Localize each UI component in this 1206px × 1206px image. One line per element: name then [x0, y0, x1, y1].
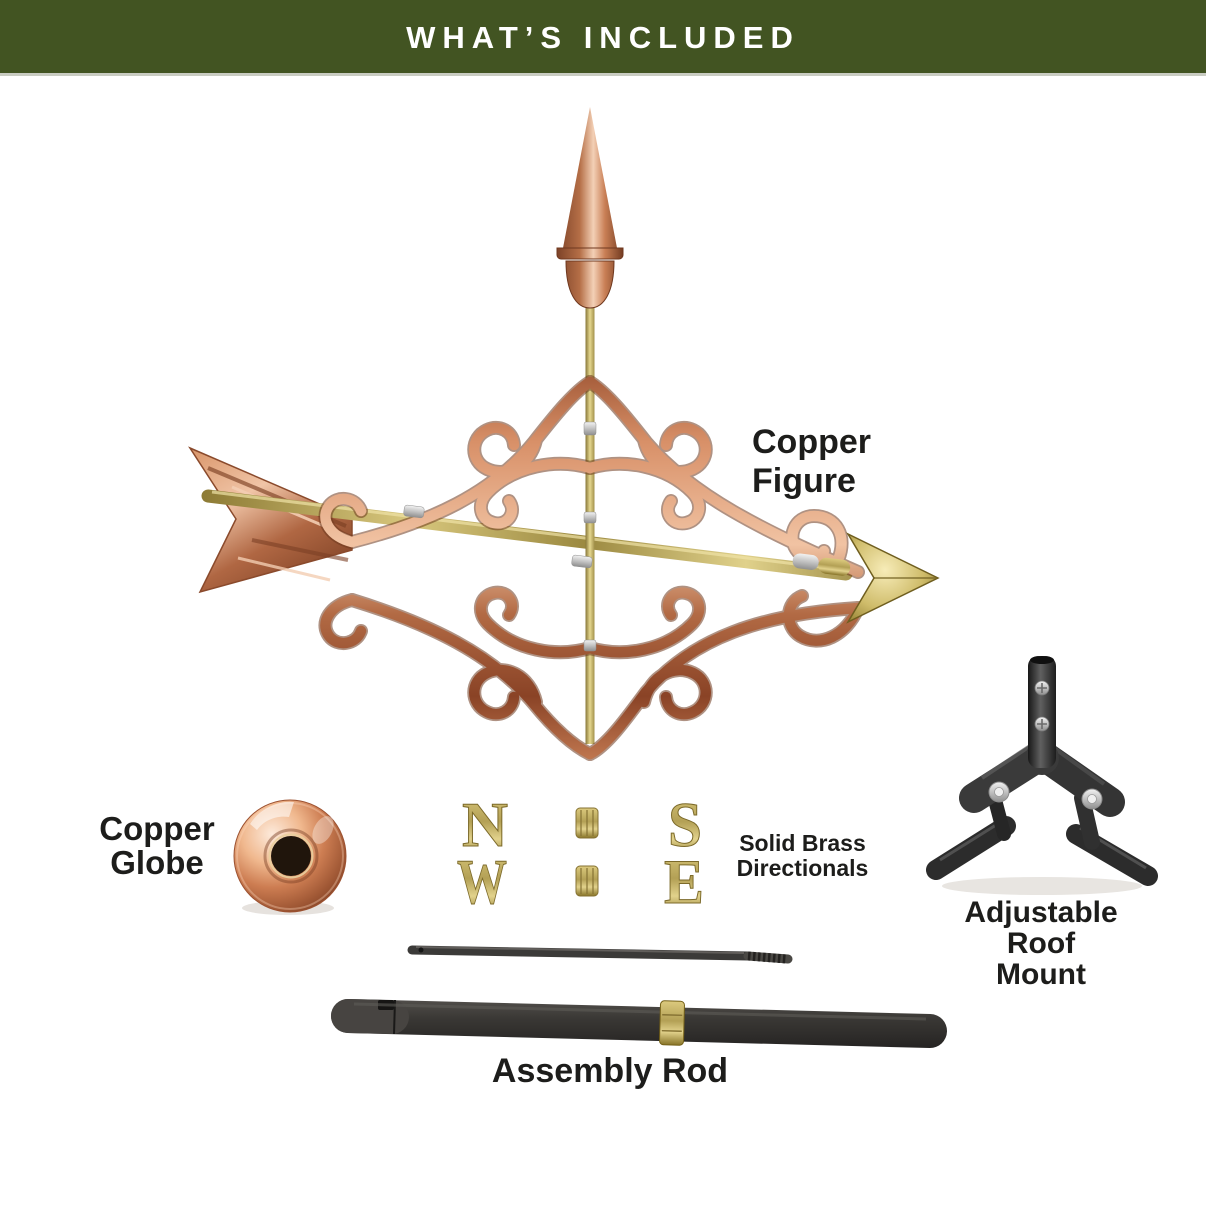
header-bar: WHAT’S INCLUDED — [0, 0, 1206, 76]
directional-letter-south: S — [668, 790, 702, 860]
roof-mount-label-line3: Mount — [996, 958, 1086, 991]
directional-letter-east: E — [664, 847, 704, 917]
directional-letter-north: N — [462, 790, 508, 860]
roof-mount-label-line2: Roof — [1006, 927, 1076, 960]
brass-directionals-image: N S W E — [457, 790, 705, 918]
thick-rod — [331, 999, 947, 1048]
roof-mount-image — [926, 656, 1158, 895]
header-title: WHAT’S INCLUDED — [406, 20, 800, 55]
mount-bolts — [988, 781, 1103, 810]
directional-rods — [506, 807, 666, 897]
copper-globe-label-line2: Globe — [110, 844, 204, 881]
roof-mount-label: Adjustable Roof Mount — [946, 897, 1136, 990]
arrow-shaft — [201, 489, 853, 581]
solder-sleeves — [403, 421, 597, 652]
arrowhead — [846, 532, 940, 624]
spire-finial — [556, 107, 624, 309]
brass-directionals-label-line1: Solid Brass — [739, 830, 866, 856]
thin-rod — [407, 945, 793, 964]
directional-letter-west: W — [457, 847, 507, 917]
roof-mount-label-line1: Adjustable — [964, 896, 1118, 929]
brass-directionals-label-line2: Directionals — [736, 855, 869, 881]
copper-globe-label: Copper Globe — [52, 812, 262, 880]
copper-globe-image — [233, 799, 347, 915]
brass-directionals-label: Solid Brass Directionals — [710, 831, 895, 881]
copper-figure-label: Copper Figure — [752, 423, 871, 500]
rod-brass-collar — [659, 1000, 685, 1046]
mount-tube — [1028, 656, 1056, 768]
assembly-rod-image — [331, 945, 947, 1048]
copper-figure-image — [188, 107, 940, 754]
assembly-rod-label: Assembly Rod — [491, 1052, 729, 1090]
mount-screws — [1034, 680, 1050, 732]
arrowhead-ferrule — [792, 553, 851, 576]
copper-globe-label-line1: Copper — [99, 810, 215, 847]
